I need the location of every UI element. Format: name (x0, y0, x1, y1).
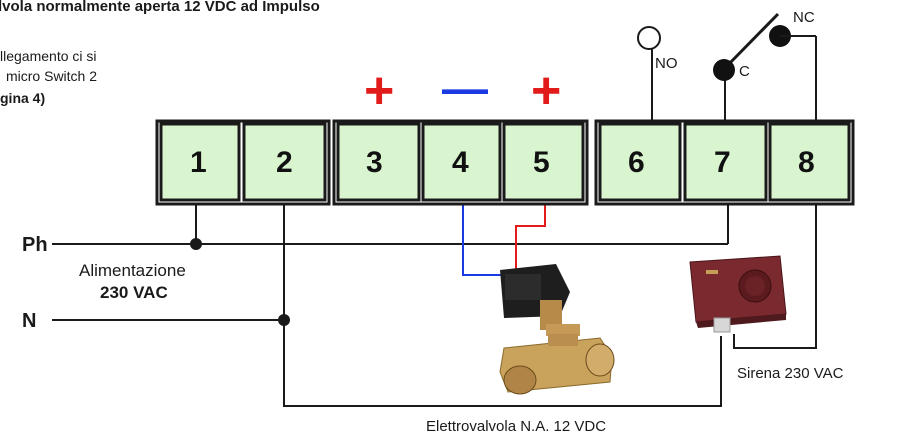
terminal-6 (598, 122, 682, 202)
plus-sign-3: + (364, 62, 394, 120)
plus-sign-5: + (531, 62, 561, 120)
terminal-7 (683, 122, 768, 202)
wire-term8-siren (733, 204, 817, 349)
c-contact-icon (713, 59, 735, 81)
nc-label: NC (793, 9, 815, 26)
siren-picture (689, 255, 787, 333)
terminal-label-6: 6 (628, 146, 645, 179)
terminal-2 (242, 122, 327, 202)
valve-label: Elettrovalvola N.A. 12 VDC (426, 418, 606, 435)
no-label: NO (655, 55, 678, 72)
junction-ph (190, 238, 202, 250)
junction-n (278, 314, 290, 326)
terminal-label-1: 1 (190, 146, 207, 179)
terminal-4 (421, 122, 502, 202)
no-contact-icon (637, 26, 661, 50)
valve-picture (499, 264, 615, 395)
minus-sign-4: — (442, 62, 488, 114)
blue-wire (462, 204, 505, 276)
terminal-label-8: 8 (798, 146, 815, 179)
note-line-3: gina 4) (0, 90, 46, 106)
terminal-label-7: 7 (714, 146, 731, 179)
switch-arm (723, 12, 780, 70)
terminal-label-2: 2 (276, 146, 293, 179)
note-line-1: llegamento ci si (0, 48, 97, 64)
diagram-title: lvola normalmente aperta 12 VDC ad Impul… (0, 0, 320, 15)
terminal-label-4: 4 (452, 146, 469, 179)
wire-term2-siren (283, 204, 722, 407)
power-label: Alimentazione (79, 261, 186, 280)
note-line-2: micro Switch 2 (6, 68, 98, 84)
terminal-label-3: 3 (366, 146, 383, 179)
power-value: 230 VAC (100, 283, 168, 302)
terminal-5 (502, 122, 585, 202)
c-label: C (739, 63, 750, 80)
terminal-1 (159, 122, 241, 202)
red-wire (515, 204, 546, 270)
terminal-3 (336, 122, 421, 202)
neutral-label: N (22, 310, 36, 332)
terminal-label-5: 5 (533, 146, 550, 179)
siren-label: Sirena 230 VAC (737, 365, 844, 382)
terminal-8 (768, 122, 851, 202)
phase-label: Ph (22, 234, 48, 256)
